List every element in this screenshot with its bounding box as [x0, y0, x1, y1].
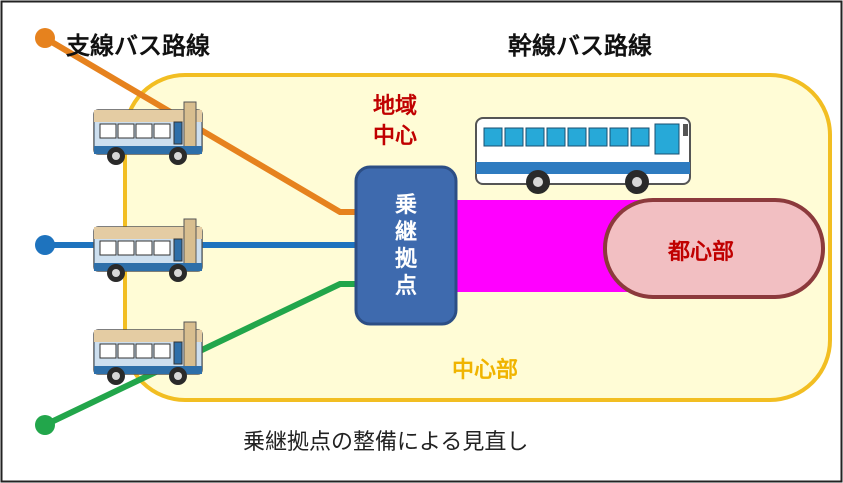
city-center-label: 都心部	[668, 240, 735, 265]
transfer-hub-label: 乗継拠点	[394, 193, 417, 299]
trunk-line-label: 幹線バス路線	[508, 32, 652, 60]
route-endpoint-green	[35, 415, 55, 435]
trunk-bus-icon	[475, 117, 691, 194]
city-center	[603, 198, 825, 299]
route-endpoint-orange	[35, 28, 55, 48]
central-area-label: 中心部	[452, 358, 519, 383]
transfer-hub	[354, 165, 458, 326]
diagram-caption: 乗継拠点の整備による見直し	[243, 430, 529, 455]
regional-center-label: 地域 中心	[373, 94, 418, 149]
route-endpoint-blue	[35, 235, 55, 255]
feeder-line-label: 支線バス路線	[66, 32, 210, 60]
